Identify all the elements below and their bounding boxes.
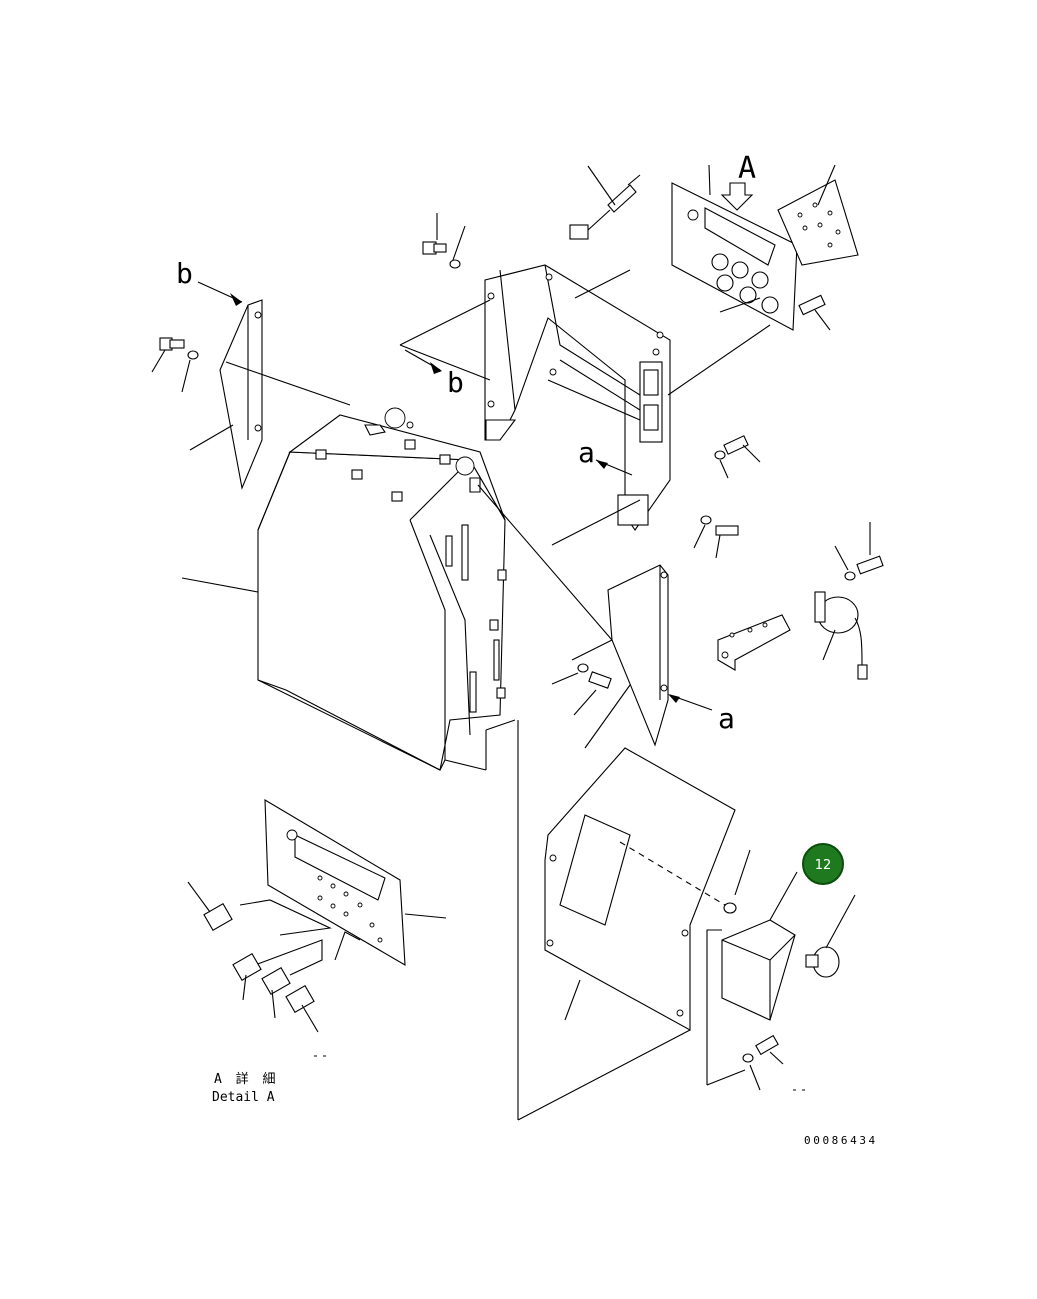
detail-a-panel <box>239 799 447 976</box>
bolt-left-plate <box>151 337 199 393</box>
bolt-upper-left <box>422 213 466 269</box>
bolt-horn <box>834 522 884 581</box>
bolt-side-plate <box>551 663 612 716</box>
view-arrows <box>197 281 713 711</box>
upper-bracket-frame <box>484 264 771 531</box>
detail-a-switches <box>187 881 330 1057</box>
wire-harness <box>569 165 641 240</box>
right-side-plate <box>571 564 669 749</box>
horn-assembly <box>717 591 868 680</box>
label-plate <box>777 164 859 266</box>
drawing-number: 00086434 <box>804 1134 878 1147</box>
callout-number: 12 <box>815 858 832 873</box>
left-side-plate <box>189 299 351 490</box>
switch-panel-top <box>671 164 798 331</box>
view-label-a-mid: a <box>578 436 595 469</box>
console-body <box>257 407 516 771</box>
bolt-panel <box>798 294 831 331</box>
bolt-right-mid <box>693 515 739 559</box>
knob-part <box>805 894 856 978</box>
detail-caption-en: Detail A <box>212 1090 275 1105</box>
callout-badge[interactable]: 12 <box>802 843 844 885</box>
bolt-right-upper <box>714 435 761 479</box>
leader-lines <box>181 299 746 1121</box>
view-label-A: A <box>738 151 756 186</box>
view-label-b-top: b <box>176 257 193 290</box>
lower-cover-plate <box>544 747 798 1031</box>
detail-caption-jp: A 詳 細 <box>214 1071 278 1087</box>
bolt-lower <box>742 1034 808 1091</box>
view-label-a-bot: a <box>718 702 735 735</box>
view-label-b-mid: b <box>447 366 464 399</box>
